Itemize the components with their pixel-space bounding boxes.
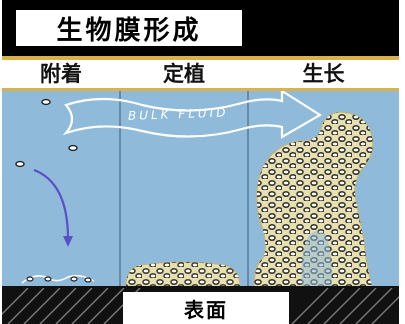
surface-hatching: [2, 288, 399, 324]
colonization-layer: [125, 261, 241, 288]
stage-attach-label: 附着: [40, 62, 82, 86]
surface-label: 表面: [123, 292, 289, 324]
stage-header-bar: 附着 定植 生长: [2, 56, 399, 91]
right-margin-strip: [399, 0, 405, 324]
biofilm-scene: BULK FLUID: [15, 91, 374, 288]
planktonic-cells: [15, 98, 78, 168]
diagram-title: 生物膜形成: [14, 8, 244, 48]
stage-growth-label: 生长: [302, 62, 345, 86]
mature-biofilm: [253, 111, 374, 288]
attachment-arrow: [33, 168, 70, 240]
bulk-fluid-label: BULK FLUID: [128, 105, 229, 123]
attachment-arrowhead: [63, 236, 73, 247]
attached-cells: [21, 274, 95, 284]
bulk-fluid-arrow: [62, 91, 323, 139]
stage-colonize-label: 定植: [163, 62, 205, 86]
